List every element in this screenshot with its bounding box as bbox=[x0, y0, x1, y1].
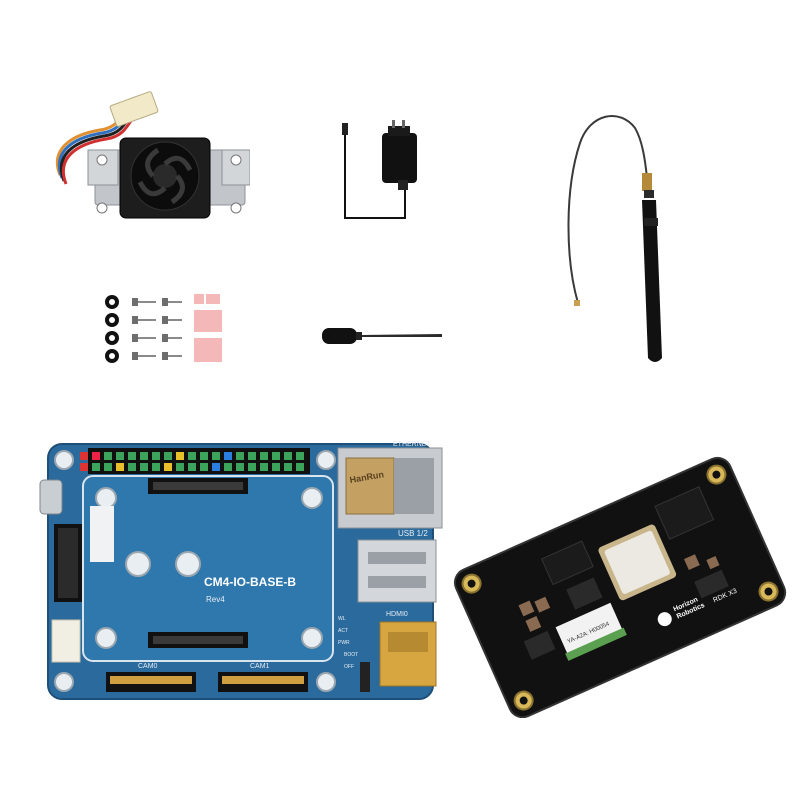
ethernet-label: ETHERNET bbox=[393, 441, 431, 448]
off-label: OFF bbox=[344, 664, 354, 670]
board-model-label: CM4-IO-BASE-B bbox=[204, 575, 296, 589]
power-adapter bbox=[342, 120, 417, 219]
wifi-antenna bbox=[567, 115, 662, 362]
cam0-label: CAM0 bbox=[138, 663, 158, 670]
mounting-hardware bbox=[105, 295, 182, 363]
boot-label: BOOT bbox=[344, 652, 358, 658]
cm4-io-base-board: CM4-IO-BASE-B Rev4 ETHERNET HanRun USB 1… bbox=[39, 441, 443, 700]
rdk-x3-core-board: YA-A2A: H00054 Horizon Robotics RDK X3 bbox=[453, 456, 787, 718]
led-pwr-label: PWR bbox=[338, 640, 350, 646]
hdmi-label: HDMI0 bbox=[386, 611, 408, 618]
usb-label: USB 1/2 bbox=[398, 529, 428, 538]
cooling-fan-heatsink bbox=[55, 91, 250, 219]
led-wl-label: WL bbox=[338, 616, 346, 622]
board-revision-label: Rev4 bbox=[206, 595, 225, 604]
screwdriver bbox=[322, 328, 442, 344]
led-act-label: ACT bbox=[338, 628, 348, 634]
thermal-pads bbox=[194, 294, 222, 362]
cam1-label: CAM1 bbox=[250, 663, 270, 670]
